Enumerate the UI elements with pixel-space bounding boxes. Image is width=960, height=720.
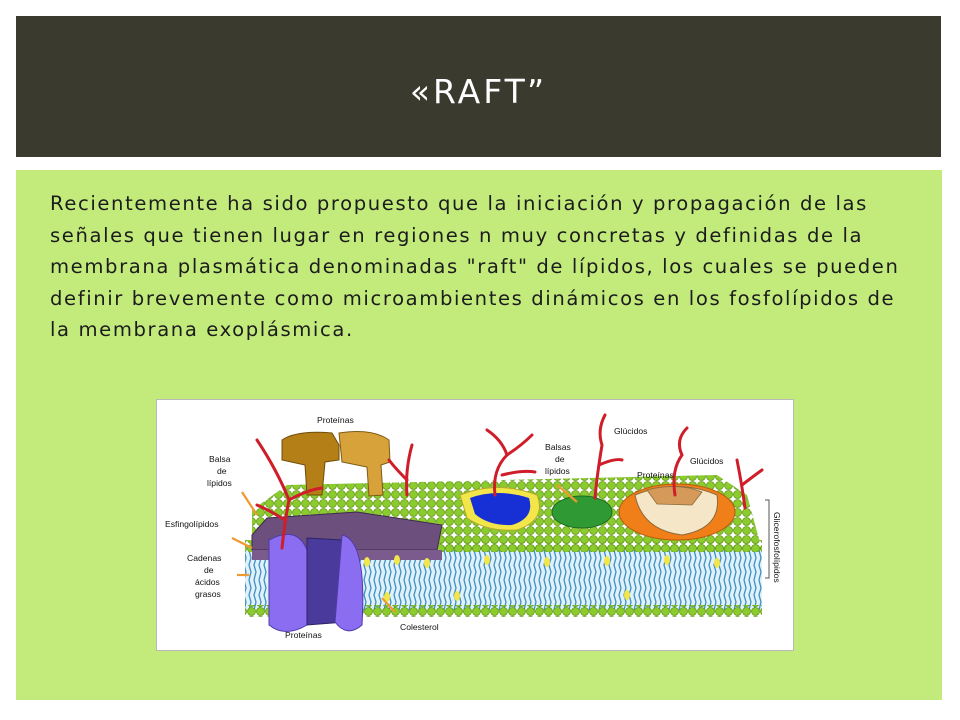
glycerophospholipid-bracket bbox=[765, 499, 770, 579]
label-glicerofosfolipidos: Glicerofosfolípidos bbox=[772, 512, 782, 583]
label-proteins-top: Proteínas bbox=[317, 415, 354, 425]
label-acidos: ácidos bbox=[195, 577, 220, 587]
label-colesterol: Colesterol bbox=[400, 622, 439, 632]
label-grasos: grasos bbox=[195, 589, 221, 599]
top-protein bbox=[281, 431, 391, 497]
transmembrane-protein bbox=[268, 533, 364, 632]
membrane-diagram: Proteínas Balsa de lípidos Esfingolípido… bbox=[156, 399, 794, 651]
label-glucidos-1: Glúcidos bbox=[614, 426, 647, 436]
label-lipidos-1: lípidos bbox=[207, 478, 232, 488]
slide-title: «RAFT” bbox=[409, 72, 548, 111]
label-de-2: de bbox=[204, 565, 214, 575]
body-paragraph: Recientemente ha sido propuesto que la i… bbox=[50, 192, 900, 341]
label-de-3: de bbox=[555, 454, 565, 464]
label-cadenas: Cadenas bbox=[187, 553, 221, 563]
label-lipidos-2: lípidos bbox=[545, 466, 570, 476]
label-esfingolipidos: Esfingolípidos bbox=[165, 519, 219, 529]
orange-raft bbox=[618, 483, 736, 541]
green-raft bbox=[551, 495, 613, 529]
label-de-1: de bbox=[217, 466, 227, 476]
label-balsas: Balsas bbox=[545, 442, 571, 452]
membrane-illustration: Proteínas Balsa de lípidos Esfingolípido… bbox=[165, 413, 782, 640]
label-proteins-bottom: Proteínas bbox=[285, 630, 322, 640]
title-bar: «RAFT” bbox=[16, 16, 941, 157]
label-balsa: Balsa bbox=[209, 454, 231, 464]
label-glucidos-2: Glúcidos bbox=[690, 456, 723, 466]
content-panel: Recientemente ha sido propuesto que la i… bbox=[16, 170, 942, 700]
glycan-chains bbox=[255, 413, 764, 550]
blue-raft bbox=[459, 487, 540, 531]
label-proteins-right: Proteínas bbox=[637, 470, 674, 480]
cholesterol-marks bbox=[364, 555, 720, 602]
label-arrows bbox=[231, 484, 578, 613]
